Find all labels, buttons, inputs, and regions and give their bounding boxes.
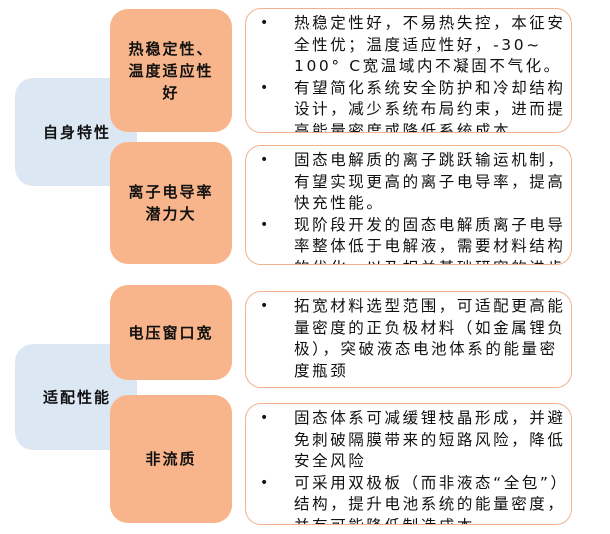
detail-box: • 固态体系可减缓锂枝晶形成，并避免刺破隔膜带来的短路风险，降低安全风险 • 可采用双… xyxy=(245,403,572,525)
bullet-text-line: 全性优；温度适应性好，-30~ xyxy=(294,35,542,54)
bullet-text-line: 免刺破隔膜带来的短路风险，降低 xyxy=(294,430,566,449)
category-label: 适配性能 xyxy=(43,388,112,407)
bullet-text-line: 率整体低于电解液，需要材料结构 xyxy=(294,237,566,255)
bullet-icon: • xyxy=(260,298,271,314)
bullet-text-line: 拓宽材料选型范围，可适配更高能 xyxy=(294,297,566,315)
feature-box: 热稳定性、温度适应性好 xyxy=(110,9,232,132)
feature-box: 电压窗口宽 xyxy=(110,285,232,380)
bullet-text-line: 固态体系可减缓锂枝晶形成，并避 xyxy=(294,409,566,427)
feature-label-line: 潜力大 xyxy=(145,205,197,223)
feature-label-line: 好 xyxy=(162,83,180,102)
bullet-icon: • xyxy=(260,410,271,426)
bullet-text-line: 并有可能降低制造成本 xyxy=(294,516,569,525)
detail-box: • 拓宽材料选型范围，可适配更高能量密度的正负极材料（如金属锂负极），突破液态电池… xyxy=(245,291,572,388)
bullet-item: • 热稳定性好，不易热失控，本征安全性优；温度适应性好，-30~ 100° C宽温域… xyxy=(260,13,563,78)
bullet-item: • 固态体系可减缓锂枝晶形成，并避免刺破隔膜带来的短路风险，降低安全风险 xyxy=(260,408,563,473)
bullet-item: • 现阶段开发的固态电解质离子电导率整体低于电解液，需要材料结构的优化、以及相关基… xyxy=(260,215,566,265)
bullet-text-line: 有望实现更高的离子电导率，提高 xyxy=(294,172,566,191)
bullet-item: • 有望简化系统安全防护和冷却结构设计，减少系统布局约束，进而提高能量密度或降低系… xyxy=(260,78,566,133)
bullet-item: • 拓宽材料选型范围，可适配更高能量密度的正负极材料（如金属锂负极），突破液态电池… xyxy=(260,296,563,382)
bullet-icon: • xyxy=(260,216,271,233)
bullet-text-line: 快充性能。 xyxy=(294,194,385,212)
bullet-text-line: 极），突破液态电池体系的能量密 xyxy=(294,340,558,358)
bullet-text-line: 量密度的正负极材料（如金属锂负 xyxy=(294,318,566,337)
bullet-text-line: 可采用双极板（而非液态“全包”） xyxy=(294,473,569,492)
bullet-icon: • xyxy=(260,79,271,96)
detail-box: • 固态电解质的离子跳跃输运机制， 有望实现更高的离子电导率，提高快充性能。 • 现阶段… xyxy=(245,145,572,265)
category-label: 自身特性 xyxy=(43,123,112,142)
bullet-icon: • xyxy=(260,152,271,168)
bullet-text-line: 固态电解质的离子跳跃输运机制， xyxy=(294,151,566,169)
bullet-icon: • xyxy=(260,474,271,491)
bullet-text-line: 设计，减少系统布局约束，进而提 xyxy=(294,100,566,118)
bullet-text-line: 有望简化系统安全防护和冷却结构 xyxy=(294,78,566,97)
bullet-text-line: 结构，提升电池系统的能量密度， xyxy=(294,495,566,513)
bullet-text-line: 100° C宽温域内不凝固不气化。 xyxy=(294,57,562,75)
bullet-item: • 固态电解质的离子跳跃输运机制， 有望实现更高的离子电导率，提高快充性能。 xyxy=(260,150,563,215)
bullet-text-line: 的优化、以及相关基础研究的进步 xyxy=(294,258,566,265)
bullet-item: • 可采用双极板（而非液态“全包”） 结构，提升电池系统的能量密度， 并有可能降低制造… xyxy=(260,473,566,525)
bullet-text-line: 度瓶颈 xyxy=(294,361,349,380)
feature-box: 离子电导率潜力大 xyxy=(110,142,232,264)
feature-box: 非流质 xyxy=(110,395,232,523)
feature-label-line: 电压窗口宽 xyxy=(128,323,214,342)
bullet-text-line: 高能量密度或降低系统成本。 xyxy=(294,121,530,133)
bullet-text-line: 现阶段开发的固态电解质离子电导 xyxy=(294,215,566,234)
detail-box: • 热稳定性好，不易热失控，本征安全性优；温度适应性好，-30~ 100° C宽温域… xyxy=(245,8,572,133)
feature-label-line: 离子电导率 xyxy=(128,183,214,201)
feature-label-line: 非流质 xyxy=(145,450,197,468)
feature-label-line: 温度适应性 xyxy=(128,61,214,80)
bullet-text-line: 安全风险 xyxy=(294,452,367,470)
feature-label-line: 热稳定性、 xyxy=(128,39,214,58)
bullet-text-line: 热稳定性好，不易热失控，本征安 xyxy=(294,14,566,32)
bullet-icon: • xyxy=(260,15,271,31)
